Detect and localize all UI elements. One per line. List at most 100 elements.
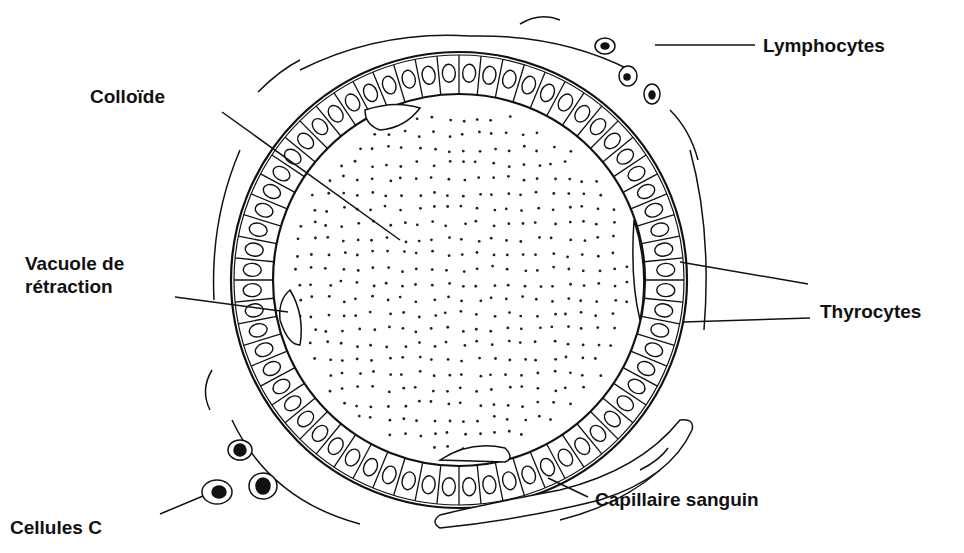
thyrocyte-nucleus: [244, 242, 264, 258]
colloid-dot: [552, 192, 555, 195]
colloid-dot: [552, 266, 555, 269]
colloid-dot: [430, 116, 433, 119]
colloid-dot: [508, 359, 511, 362]
colloid-dot: [387, 145, 390, 148]
colloid-dot: [551, 300, 554, 303]
colloid-dot: [387, 405, 390, 408]
colloid-dot: [388, 133, 391, 136]
colloid-dot: [401, 285, 404, 288]
thyrocyte-nucleus: [538, 456, 557, 478]
colloid-dot: [476, 267, 479, 270]
colloid: [294, 115, 628, 450]
colloid-dot: [478, 357, 481, 360]
colloid-dot: [523, 179, 526, 182]
colloid-dot: [371, 147, 374, 150]
colloid-dot: [535, 150, 538, 153]
colloid-dot: [447, 178, 450, 181]
colloid-dot: [314, 221, 317, 224]
colloid-dot: [369, 406, 372, 409]
colloid-dot: [355, 405, 358, 408]
colloid-dot: [594, 357, 597, 360]
colloid-dot: [433, 191, 436, 194]
colloid-dot: [402, 327, 405, 330]
colloid-dot: [343, 402, 346, 405]
colloid-dot: [474, 285, 477, 288]
colloid-dot: [434, 345, 437, 348]
colloid-dot: [506, 418, 509, 421]
thyrocyte-nucleus: [261, 359, 283, 378]
colloid-dot: [371, 165, 374, 168]
colloid-dot: [328, 254, 331, 257]
colloid-dot: [448, 254, 451, 257]
colloid-dot: [464, 344, 467, 347]
colloid-dot: [504, 373, 507, 376]
thyrocyte-nucleus: [501, 470, 518, 491]
colloid-dot: [444, 224, 447, 227]
colloid-dot: [625, 281, 628, 284]
colloid-dot: [479, 193, 482, 196]
colloid-dot: [328, 295, 331, 298]
colloid-dot: [536, 177, 539, 180]
colloid-dot: [414, 283, 417, 286]
colloid-dot: [520, 327, 523, 330]
colloid-dot: [369, 209, 372, 212]
colloid-dot: [446, 431, 449, 434]
colloid-dot: [583, 284, 586, 287]
colloid-dot: [479, 404, 482, 407]
colloid-dot: [310, 266, 313, 269]
colloid-dot: [611, 252, 614, 255]
colloid-dot: [402, 417, 405, 420]
colloid-dot: [434, 432, 437, 435]
colloid-dot: [340, 165, 343, 168]
colloid-dot: [492, 162, 495, 165]
colloid-dot: [506, 327, 509, 330]
colloid-dot: [371, 177, 374, 180]
part-label: Vacuole de rétraction: [25, 252, 175, 298]
colloid-dot: [519, 240, 522, 243]
colloid-dot: [354, 314, 357, 317]
leader-lines: [160, 45, 810, 514]
colloid-dot: [569, 239, 572, 242]
colloid-dot: [357, 239, 360, 242]
colloid-dot: [389, 224, 392, 227]
colloid-dot: [449, 119, 452, 122]
colloid-dot: [549, 418, 552, 421]
colloid-dot: [566, 256, 569, 259]
colloid-dot: [537, 207, 540, 210]
colloid-dot: [492, 176, 495, 179]
colloid-dot: [415, 177, 418, 180]
colloid-dot: [569, 221, 572, 224]
colloid-dot: [329, 284, 332, 287]
colloid-dot: [402, 387, 405, 390]
thyrocyte-nucleus: [654, 242, 674, 258]
colloid-dot: [597, 207, 600, 210]
colloid-dot: [554, 178, 557, 181]
colloid-dot: [508, 311, 511, 314]
colloid-dot: [520, 433, 523, 436]
cell-wall: [641, 316, 679, 324]
colloid-dot: [550, 237, 553, 240]
colloid-dot: [567, 325, 570, 328]
colloid-dot: [389, 180, 392, 183]
colloid-dot: [461, 133, 464, 136]
colloid-dot: [460, 310, 463, 313]
colloid-dot: [520, 209, 523, 212]
colloid-dot: [582, 269, 585, 272]
colloid-dot: [342, 175, 345, 178]
thyrocyte-nucleus: [587, 116, 609, 138]
colloid-dot: [613, 268, 616, 271]
colloid-dot: [463, 179, 466, 182]
colloid-dot: [490, 193, 493, 196]
colloid-dot: [579, 299, 582, 302]
colloid-dot: [597, 282, 600, 285]
colloid-dot: [418, 400, 421, 403]
colloid-dot: [399, 176, 402, 179]
colloid-dot: [535, 191, 538, 194]
colloid-dot: [479, 299, 482, 302]
colloid-dot: [598, 344, 601, 347]
colloid-dot: [419, 356, 422, 359]
colloid-dot: [463, 270, 466, 273]
colloid-dot: [446, 194, 449, 197]
colloid-dot: [539, 164, 542, 167]
basal-membrane: [234, 55, 684, 505]
